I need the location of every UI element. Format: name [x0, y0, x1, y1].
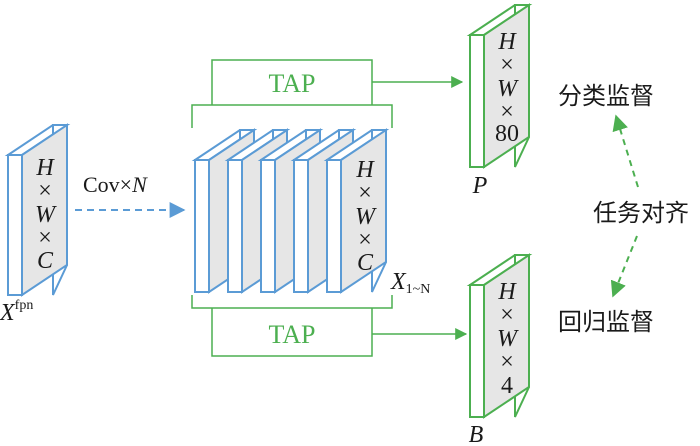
feature-stack: H × W × C X1~N [191, 128, 430, 297]
b-dim-h: H [497, 279, 517, 305]
stack-label-main: X [390, 269, 407, 295]
input-label-sup: fpn [15, 298, 34, 313]
alignment-to-classification-arrow [612, 114, 639, 188]
alignment-to-regression-arrow [610, 235, 638, 298]
tap-bottom-label: TAP [268, 320, 315, 349]
input-dim-w: W [35, 202, 57, 228]
stack-label-sub: 1~N [406, 282, 431, 297]
regression-supervision-label: 回归监督 [558, 308, 654, 336]
stack-dim-times-2: × [358, 227, 372, 253]
classification-supervision-label: 分类监督 [558, 82, 654, 110]
input-label-main: X [0, 300, 16, 326]
task-alignment-label: 任务对齐 [593, 199, 689, 227]
input-dim-times-1: × [38, 178, 52, 204]
stack-panel-front [323, 128, 390, 294]
b-dim-times-2: × [500, 349, 514, 375]
conv-label-n: N [131, 172, 148, 197]
conv-label-text: Cov× [83, 172, 132, 197]
output-p-map: H × W × 80 P [466, 3, 533, 199]
tap-bottom-block: TAP [191, 295, 468, 357]
stack-dim-w: W [355, 204, 377, 230]
p-label: P [472, 173, 488, 199]
output-b-map: H × W × 4 B [466, 253, 533, 446]
input-dim-h: H [35, 155, 55, 181]
stack-dim-c: C [357, 250, 374, 276]
p-dim-times-1: × [500, 52, 514, 78]
p-dim-w: W [497, 76, 519, 102]
tap-top-block: TAP [191, 59, 464, 128]
input-dim-times-2: × [38, 225, 52, 251]
b-dim-coords: 4 [501, 373, 513, 399]
b-dim-times-1: × [500, 302, 514, 328]
stack-dim-times-1: × [358, 180, 372, 206]
tap-top-label: TAP [268, 69, 315, 98]
p-dim-h: H [497, 29, 517, 55]
input-label: Xfpn [0, 298, 33, 326]
input-dim-c: C [37, 248, 54, 274]
p-dim-times-2: × [500, 99, 514, 125]
stack-dim-h: H [355, 157, 375, 183]
conv-label: Cov×N [83, 172, 148, 197]
p-dim-classes: 80 [495, 121, 519, 147]
input-feature-map: H × W × C Xfpn [0, 123, 71, 326]
stack-label: X1~N [390, 269, 430, 297]
b-dim-w: W [497, 326, 519, 352]
b-label: B [469, 422, 484, 446]
